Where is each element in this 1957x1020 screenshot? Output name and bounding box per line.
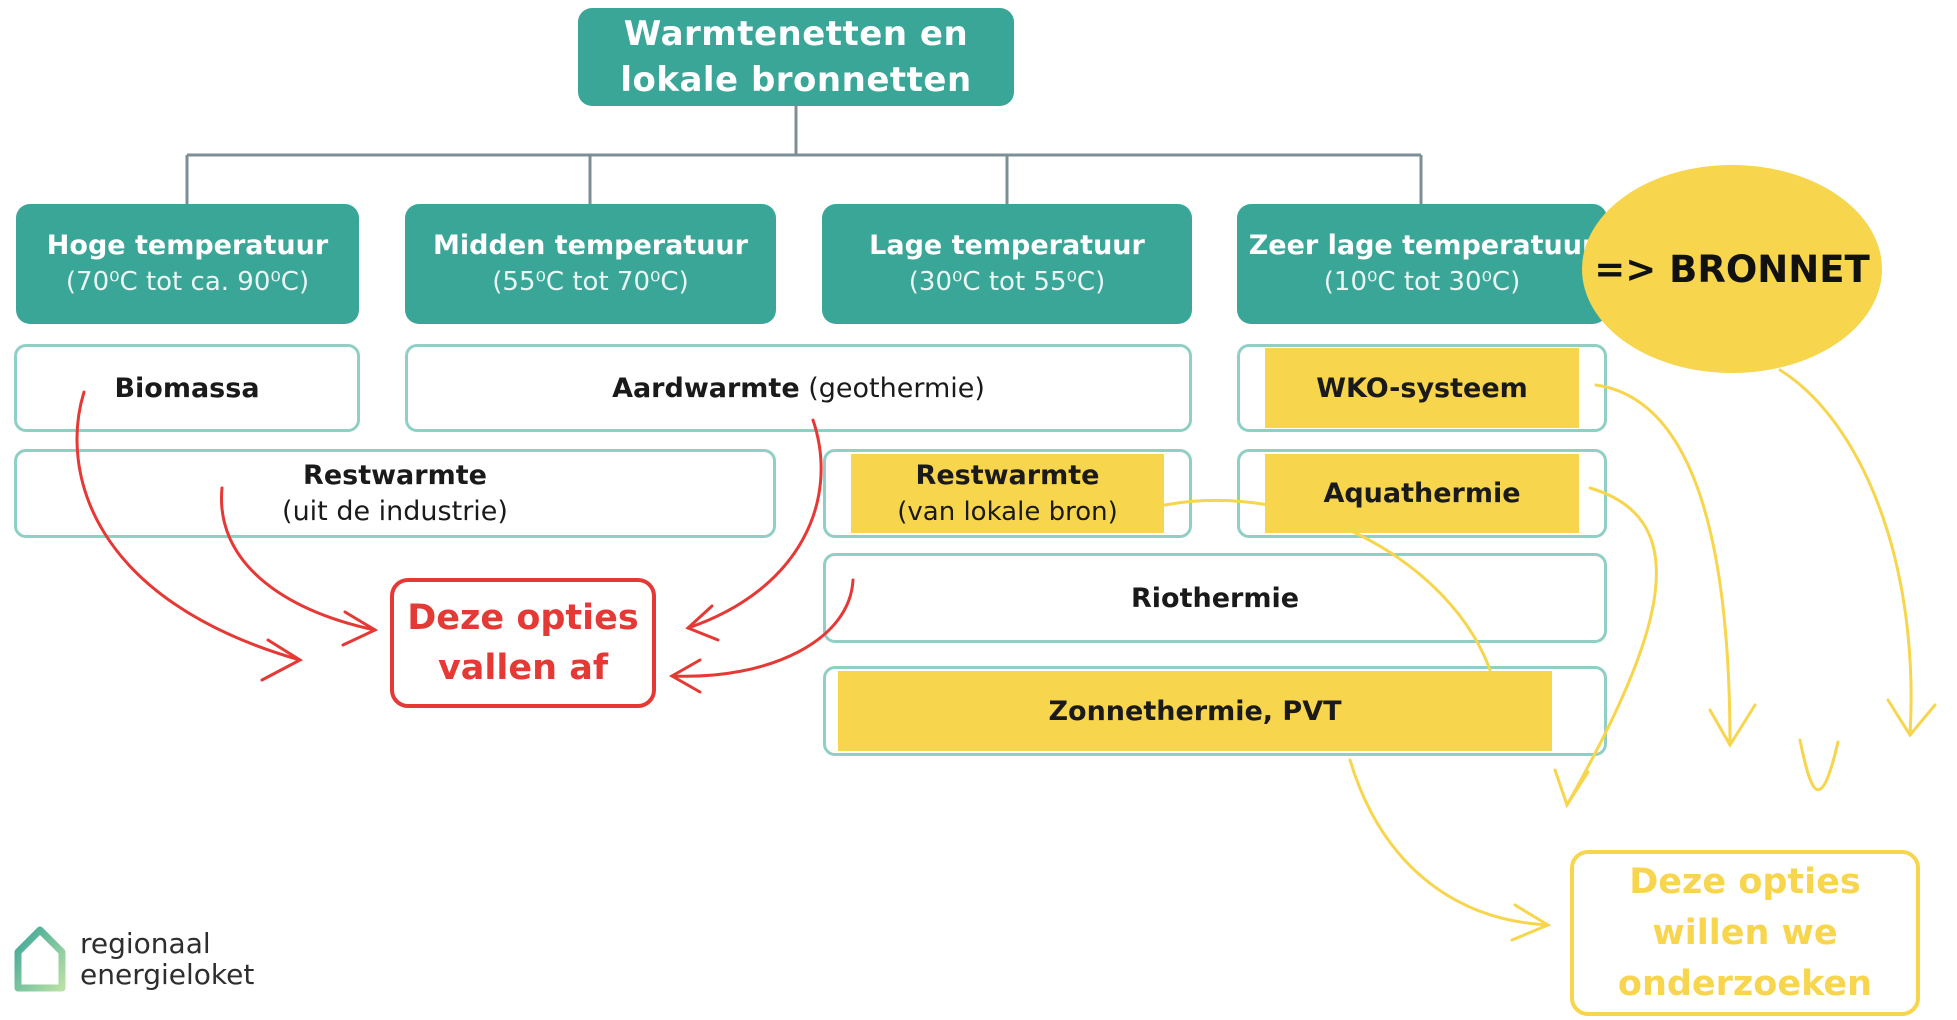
red-arrow — [686, 418, 823, 630]
option-label: Restwarmte — [303, 459, 487, 491]
option-zonnethermie: Zonnethermie, PVT — [823, 666, 1607, 756]
option-label: Restwarmte — [915, 459, 1100, 491]
red-arrow — [75, 390, 302, 662]
tier-title: Lage temperatuur — [869, 230, 1145, 261]
afvallen-line1: Deze opties — [407, 598, 639, 638]
option-label-rest: (geothermie) — [799, 372, 985, 404]
red-arrowhead — [260, 638, 304, 682]
house-logo-icon — [14, 926, 66, 992]
option-label: Biomassa — [114, 372, 260, 404]
onderzoeken-line2: willen we — [1652, 912, 1838, 953]
yellow-arrow — [1594, 383, 1732, 747]
highlight: WKO-systeem — [1265, 348, 1579, 428]
onderzoeken-box: Deze opties willen we onderzoeken — [1570, 850, 1920, 1016]
yellow-arrows — [1163, 368, 1937, 942]
onderzoeken-line1: Deze opties — [1629, 861, 1861, 902]
option-aardwarmte: Aardwarmte (geothermie) — [405, 344, 1192, 432]
tier-lage: Lage temperatuur (30⁰C tot 55⁰C) — [822, 204, 1192, 324]
option-aquathermie: Aquathermie — [1237, 449, 1607, 538]
tier-title: Midden temperatuur — [433, 230, 748, 261]
root-node: Warmtenetten en lokale bronnetten — [578, 8, 1014, 106]
afvallen-line2: vallen af — [437, 648, 609, 688]
tier-range: (55⁰C tot 70⁰C) — [492, 267, 689, 297]
option-riothermie: Riothermie — [823, 553, 1607, 643]
tier-title: Zeer lage temperatuur — [1248, 230, 1596, 261]
logo-line1: regionaal — [80, 927, 211, 960]
option-label-bold: Aardwarmte — [612, 372, 800, 404]
red-arrowhead — [341, 610, 379, 647]
option-sublabel: (van lokale bron) — [897, 496, 1118, 527]
option-label: WKO-systeem — [1316, 372, 1528, 404]
yellow-arrow — [1163, 498, 1492, 672]
highlight: Aquathermie — [1265, 454, 1579, 533]
onderzoeken-line3: onderzoeken — [1617, 963, 1873, 1004]
bronnet-ellipse: => BRONNET — [1582, 165, 1882, 373]
tier-midden: Midden temperatuur (55⁰C tot 70⁰C) — [405, 204, 776, 324]
yellow-arrowhead — [1510, 903, 1552, 942]
red-arrow — [220, 486, 377, 632]
yellow-arrowhead — [1886, 698, 1937, 738]
tier-range: (10⁰C tot 30⁰C) — [1323, 267, 1521, 297]
red-arrow — [670, 578, 855, 678]
option-wko: WKO-systeem — [1237, 344, 1607, 432]
yellow-arrow — [1348, 758, 1550, 927]
yellow-arrow — [1798, 738, 1840, 792]
option-biomassa: Biomassa — [14, 344, 360, 432]
yellow-arrowhead — [1553, 768, 1590, 809]
tier-range: (70⁰C tot ca. 90⁰C) — [65, 267, 310, 297]
tier-title: Hoge temperatuur — [46, 230, 329, 261]
highlight: Restwarmte (van lokale bron) — [851, 454, 1164, 533]
tier-hoge: Hoge temperatuur (70⁰C tot ca. 90⁰C) — [16, 204, 359, 324]
yellow-arrow — [1778, 368, 1913, 737]
option-restwarmte-lokaal: Restwarmte (van lokale bron) — [823, 449, 1192, 538]
option-restwarmte-industrie: Restwarmte (uit de industrie) — [14, 449, 776, 538]
red-arrows — [75, 390, 855, 694]
root-title-line2: lokale bronnetten — [620, 60, 972, 100]
option-label: Aquathermie — [1323, 478, 1521, 509]
bronnet-label: => BRONNET — [1594, 247, 1870, 291]
yellow-arrowhead — [1708, 703, 1757, 748]
logo-text: regionaal energieloket — [80, 928, 254, 990]
yellow-arrow — [1565, 486, 1658, 807]
red-arrowhead — [668, 658, 702, 694]
option-label: Aardwarmte (geothermie) — [612, 373, 985, 404]
option-label: Riothermie — [1130, 582, 1300, 614]
afvallen-box: Deze opties vallen af — [390, 578, 656, 708]
red-arrowhead — [685, 604, 720, 642]
tier-range: (30⁰C tot 55⁰C) — [908, 267, 1106, 297]
highlight: Zonnethermie, PVT — [838, 671, 1552, 751]
option-label: Zonnethermie, PVT — [1048, 695, 1342, 727]
root-title-line1: Warmtenetten en — [623, 14, 969, 54]
logo-line2: energieloket — [80, 958, 255, 991]
tier-zeer-lage: Zeer lage temperatuur (10⁰C tot 30⁰C) — [1237, 204, 1607, 324]
option-sublabel: (uit de industrie) — [282, 495, 508, 527]
